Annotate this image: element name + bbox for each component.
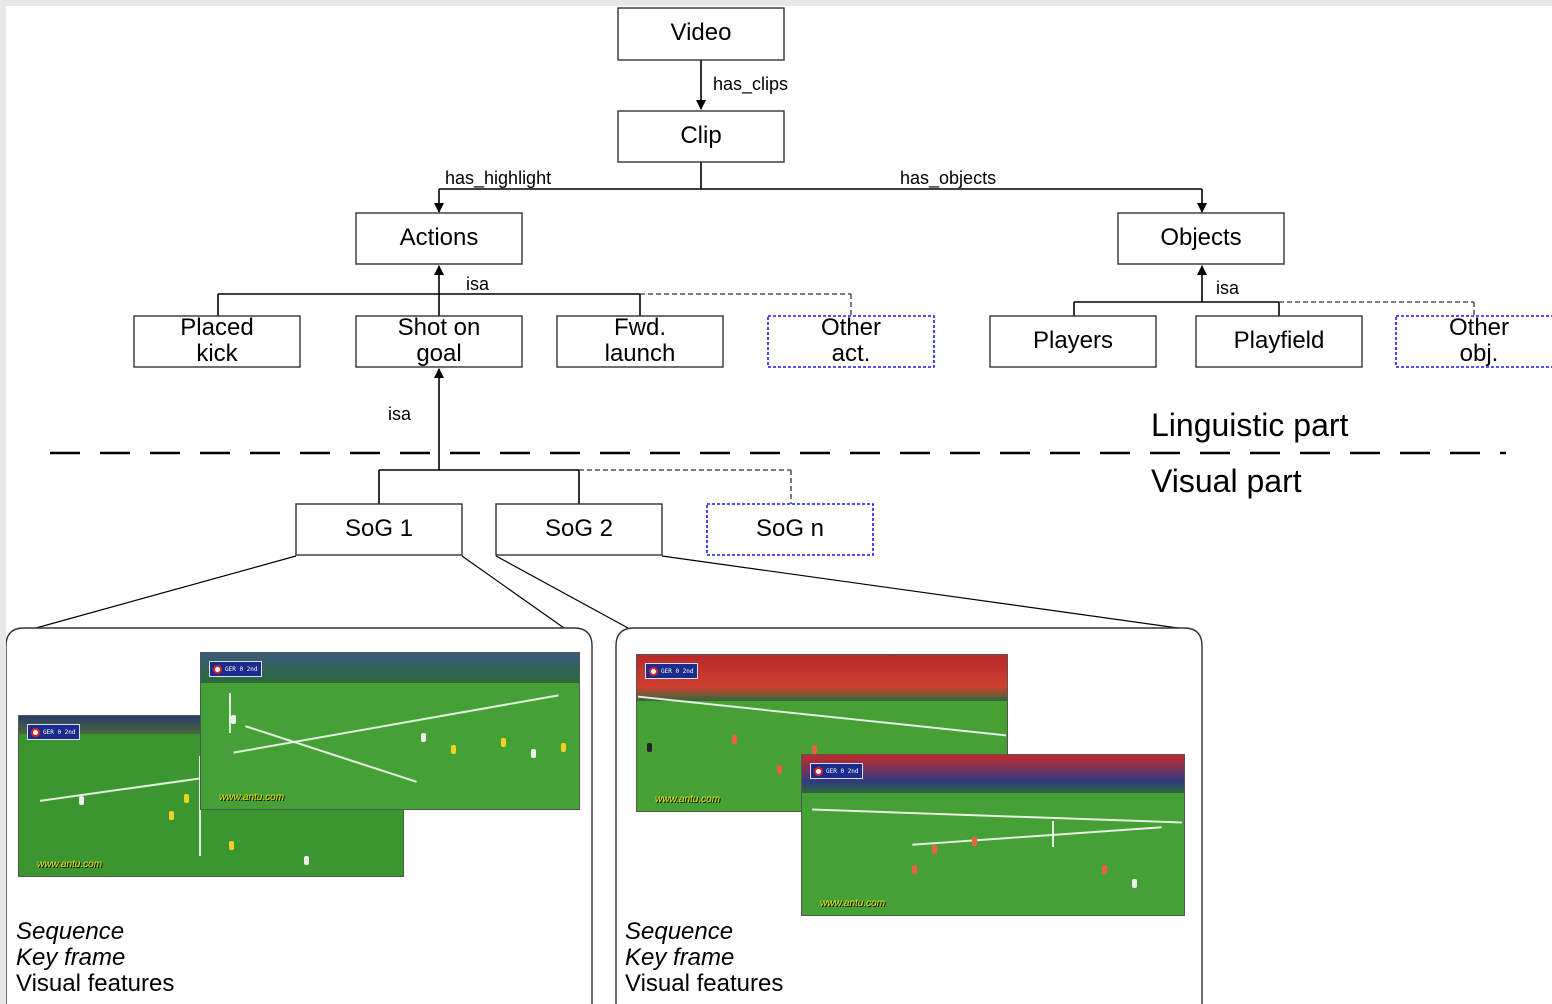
panel-1-frame (6, 627, 593, 1004)
node-playfield-box (1195, 315, 1363, 368)
scorebug: GER 0 2nd (645, 663, 698, 679)
diagram-canvas: Video Clip Actions Objects Placed kick S… (6, 6, 1552, 1004)
caption-visual-features: Visual features (625, 970, 784, 997)
caption-key-frame: Key frame (16, 944, 126, 971)
node-fwd-launch-line2: launch (605, 340, 676, 367)
panel-2-frame (615, 627, 1203, 1004)
node-shot-on-goal-line2: goal (416, 340, 461, 367)
node-other-act-line1: Other (821, 314, 881, 341)
caption-sequence: Sequence (625, 918, 734, 945)
watermark: www.antu.com (820, 898, 886, 909)
node-other-obj-box (1395, 315, 1552, 368)
node-other-obj-line2: obj. (1460, 340, 1499, 367)
caption-visual-features: Visual features (16, 970, 175, 997)
ontology-diagram: Video Clip Actions Objects Placed kick S… (6, 7, 1552, 1004)
node-placed-kick-line1: Placed (180, 314, 253, 341)
watermark: www.antu.com (37, 859, 103, 870)
node-video: Video (671, 19, 732, 46)
node-playfield: Playfield (1234, 327, 1325, 354)
caption-key-frame: Key frame (625, 944, 735, 971)
scorebug: GER 0 2nd (27, 724, 80, 740)
node-other-act-line2: act. (832, 340, 871, 367)
node-actions: Actions (400, 224, 479, 251)
panel-2-frame-front: GER 0 2nd www.antu.com (801, 754, 1185, 916)
node-sogn-box (706, 503, 874, 556)
node-objects-box (1117, 212, 1285, 265)
node-players: Players (1033, 327, 1113, 354)
node-clip-box (617, 110, 785, 163)
panel-1-caption: Sequence Key frame Visual features (16, 919, 174, 997)
node-actions-box (355, 212, 523, 265)
node-shot-on-goal-line1: Shot on (398, 314, 481, 341)
watermark: www.antu.com (655, 794, 721, 805)
node-sog2-box (495, 503, 663, 556)
scorebug: GER 0 2nd (810, 763, 863, 779)
edge-has-highlight: has_highlight (445, 168, 551, 189)
node-placed-kick-line2: kick (196, 340, 238, 367)
edge-has-clips: has_clips (713, 74, 788, 95)
edge-isa-objects: isa (1216, 278, 1240, 298)
node-other-obj-line1: Other (1449, 314, 1509, 341)
edge-isa-shot: isa (388, 404, 412, 424)
node-sogn: SoG n (756, 515, 824, 542)
node-players-box (989, 315, 1157, 368)
watermark: www.antu.com (219, 792, 285, 803)
panel-1-frame-front: GER 0 2nd www.antu.com (200, 652, 580, 810)
node-sog2: SoG 2 (545, 515, 613, 542)
edge-has-objects: has_objects (900, 168, 996, 189)
section-visual: Visual part (1151, 463, 1302, 499)
panel-2-caption: Sequence Key frame Visual features (625, 919, 783, 997)
section-linguistic: Linguistic part (1151, 407, 1349, 443)
node-fwd-launch-box (556, 315, 724, 368)
node-other-act-box (767, 315, 935, 368)
node-clip: Clip (680, 122, 721, 149)
caption-sequence: Sequence (16, 918, 125, 945)
node-sog1-box (295, 503, 463, 556)
node-shot-on-goal-box (355, 315, 523, 368)
node-placed-kick-box (133, 315, 301, 368)
edge-isa-actions: isa (466, 274, 490, 294)
node-objects: Objects (1160, 224, 1241, 251)
scorebug: GER 0 2nd (209, 661, 262, 677)
node-fwd-launch-line1: Fwd. (614, 314, 666, 341)
node-video-box (617, 7, 785, 61)
node-sog1: SoG 1 (345, 515, 413, 542)
